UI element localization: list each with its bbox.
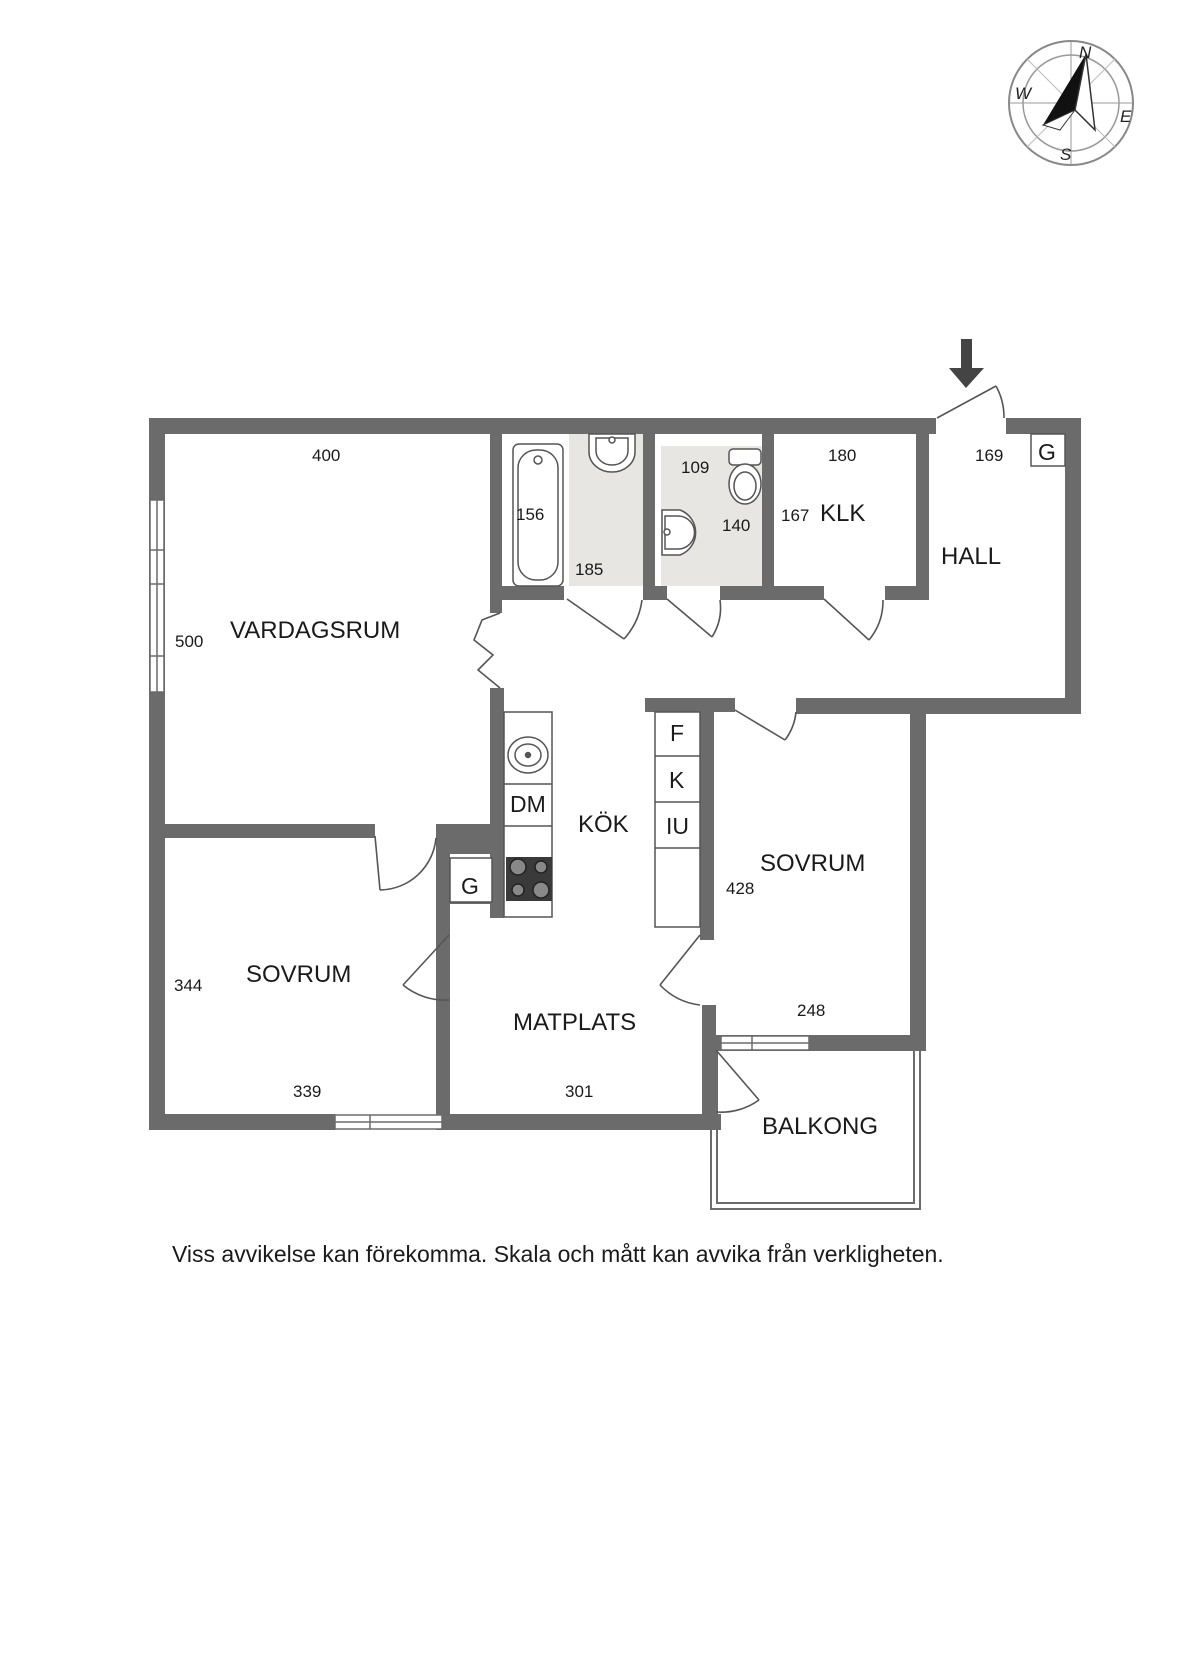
dim-klk-width: 180 bbox=[828, 446, 856, 465]
stove-icon bbox=[506, 857, 552, 901]
toilet-icon bbox=[728, 448, 762, 505]
room-sovrum-left: SOVRUM bbox=[246, 961, 351, 988]
windows bbox=[149, 499, 810, 1130]
closet-hall bbox=[1030, 433, 1066, 467]
entrance-arrow-icon bbox=[949, 339, 984, 388]
dim-sovrum-left-width: 339 bbox=[293, 1082, 321, 1101]
door-swings bbox=[374, 385, 1005, 1113]
label-oven: IU bbox=[666, 813, 689, 839]
label-closet-kitchen: G bbox=[461, 873, 479, 899]
dim-sovrum-right-width: 248 bbox=[797, 1001, 825, 1020]
disclaimer: Viss avvikelse kan förekomma. Skala och … bbox=[172, 1241, 944, 1267]
wc-washbasin-icon bbox=[661, 509, 697, 556]
closet-kitchen bbox=[449, 857, 493, 903]
dim-vardagsrum-width: 400 bbox=[312, 446, 340, 465]
room-hall: HALL bbox=[941, 543, 1001, 570]
dim-wc-depth: 140 bbox=[722, 516, 750, 535]
dim-vardagsrum-depth: 500 bbox=[175, 632, 203, 651]
dim-klk-depth: 167 bbox=[781, 506, 809, 525]
kitchen-counter-right bbox=[654, 711, 701, 928]
room-sovrum-right: SOVRUM bbox=[760, 850, 865, 877]
dim-hall-width: 169 bbox=[975, 446, 1003, 465]
compass-w: W bbox=[1015, 84, 1033, 103]
label-closet-hall: G bbox=[1038, 439, 1056, 465]
dim-bath-depth: 185 bbox=[575, 560, 603, 579]
label-dishwasher: DM bbox=[510, 791, 546, 817]
compass-icon: N E S W bbox=[1008, 40, 1134, 166]
room-balkong: BALKONG bbox=[762, 1113, 878, 1140]
dim-sovrum-right-depth: 428 bbox=[726, 879, 754, 898]
compass-n: N bbox=[1079, 43, 1092, 62]
dim-bath-width: 156 bbox=[516, 505, 544, 524]
compass-e: E bbox=[1120, 107, 1132, 126]
room-matplats: MATPLATS bbox=[513, 1009, 636, 1036]
dim-sovrum-left-depth: 344 bbox=[174, 976, 202, 995]
room-kok: KÖK bbox=[578, 811, 629, 838]
label-freezer: F bbox=[670, 720, 684, 746]
room-vardagsrum: VARDAGSRUM bbox=[230, 617, 400, 644]
label-fridge: K bbox=[669, 767, 685, 793]
room-klk: KLK bbox=[820, 500, 865, 527]
dim-wc-width: 109 bbox=[681, 458, 709, 477]
dim-matplats-width: 301 bbox=[565, 1082, 593, 1101]
washbasin-icon bbox=[588, 433, 636, 473]
compass-s: S bbox=[1060, 145, 1072, 164]
sink-icon bbox=[507, 736, 549, 774]
bathtub-icon bbox=[512, 443, 564, 587]
